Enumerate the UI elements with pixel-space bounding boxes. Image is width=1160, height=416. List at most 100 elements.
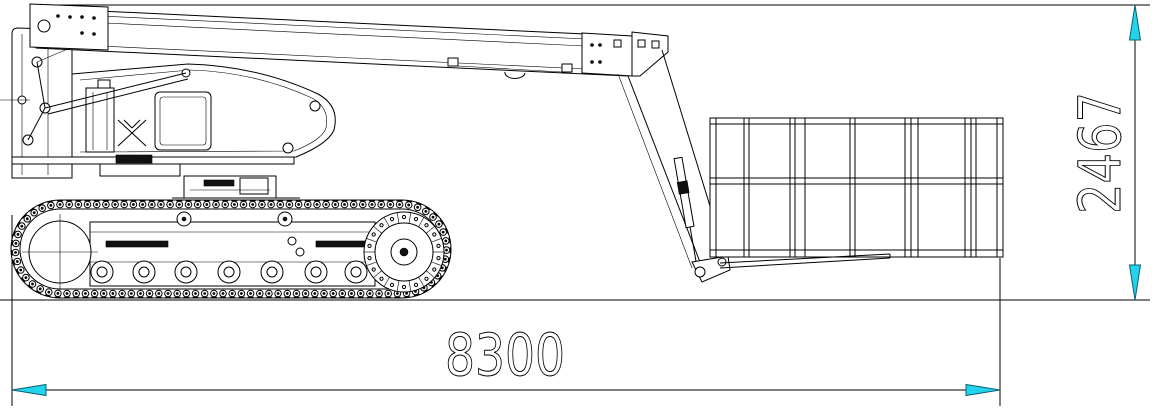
- sprocket-tooth-root: [401, 284, 407, 290]
- track-link-pin: [386, 292, 390, 295]
- slew-gearbox: [239, 177, 269, 195]
- sprocket-tooth: [383, 276, 390, 287]
- boom-head-lug: [613, 39, 622, 48]
- track-link-pin: [93, 292, 97, 295]
- track-link-pin: [416, 205, 420, 209]
- track-link-pin: [340, 292, 344, 295]
- platform-basket: [709, 117, 1004, 269]
- sprocket-inner-rim: [374, 222, 434, 282]
- sprocket-tooth: [431, 238, 442, 243]
- track-link-pin: [287, 203, 291, 206]
- track-link-pin: [102, 292, 106, 295]
- boom-mid-line: [104, 22, 586, 47]
- sprocket-tooth-root: [424, 276, 429, 281]
- track-link-pin: [15, 260, 19, 263]
- hydraulic-tank: [154, 91, 212, 151]
- sprocket-tooth-root: [401, 214, 407, 220]
- track-link-pin: [104, 203, 108, 206]
- track-link-pin: [159, 203, 163, 206]
- track-link-pin: [405, 291, 409, 295]
- track-link-pin: [49, 203, 53, 207]
- sprocket-tooth-root: [379, 223, 384, 228]
- crawler-undercarriage: [10, 199, 452, 299]
- valve-block: [115, 154, 153, 164]
- track-link-pin: [313, 292, 317, 295]
- track-link-pin: [251, 203, 255, 206]
- body-lower-box: [99, 163, 181, 177]
- track-link-pin: [203, 292, 207, 295]
- slewing-base: [172, 175, 300, 199]
- track-link-pin: [437, 222, 441, 226]
- track-link-pin: [424, 209, 428, 213]
- body-lower-band: [11, 156, 295, 165]
- hydraulic-tank-inner: [159, 96, 207, 146]
- track-link-pin: [139, 292, 142, 295]
- track-link-pin: [14, 251, 18, 254]
- sprocket-tooth: [366, 261, 377, 266]
- track-link-pin: [77, 203, 80, 206]
- jib-arm-edge: [627, 75, 701, 263]
- track-link-pin: [445, 248, 448, 252]
- track-link-pin: [20, 224, 24, 228]
- power-unit-cap: [97, 79, 111, 89]
- leveling-rod: [617, 73, 693, 269]
- track-link-pin: [276, 292, 280, 295]
- track-link-pin: [187, 203, 190, 206]
- track-link-pin: [359, 292, 363, 295]
- logo-stroke: [123, 119, 133, 129]
- height-dimension-value: 2467: [1066, 92, 1134, 214]
- track-link-pin: [74, 292, 78, 295]
- track-shoe-lug: [15, 268, 20, 275]
- boom-hose-bracket: [447, 57, 459, 67]
- lift-cylinder: [47, 78, 189, 115]
- track-link-pin: [269, 203, 273, 206]
- track-link-pin: [232, 203, 236, 206]
- track-frame-hole: [295, 247, 305, 257]
- main-boom: [29, 3, 669, 79]
- track-link-pin: [230, 292, 234, 295]
- track-link-pin: [56, 291, 60, 295]
- linkage-bar: [27, 107, 46, 141]
- track-link-pin: [194, 292, 197, 295]
- track-link-pin: [16, 232, 20, 236]
- sprocket-tooth: [431, 261, 442, 266]
- track-link-pin: [111, 292, 115, 295]
- sprocket-tooth-root: [367, 243, 372, 248]
- logo-stroke: [131, 119, 141, 129]
- track-link-pin: [352, 203, 356, 206]
- height-dimension: 2467: [1066, 4, 1142, 301]
- track-link-pin: [157, 292, 161, 295]
- basket-floor-plate: [719, 253, 891, 264]
- sprocket-teeth: [364, 212, 444, 292]
- drive-sprocket: [363, 211, 445, 293]
- track-link-pin: [40, 206, 44, 210]
- track-link-pin: [431, 215, 435, 219]
- boom-root-bolt: [80, 31, 84, 35]
- sprocket-tooth: [418, 276, 425, 287]
- sprocket-tooth: [408, 280, 412, 292]
- track-link-pin: [148, 292, 152, 295]
- track-link-pin: [58, 203, 62, 206]
- track-link-pin: [333, 203, 337, 206]
- road-wheels: [90, 260, 368, 284]
- boom-outline: [35, 7, 629, 77]
- track-link-pin: [242, 203, 245, 206]
- sprocket-tooth: [396, 280, 400, 292]
- track-link-pin: [278, 203, 282, 206]
- basket-frame: [709, 117, 1004, 258]
- sprocket-tooth: [408, 212, 412, 224]
- track-link-pin: [249, 292, 253, 295]
- sprocket-tooth: [426, 226, 435, 234]
- track-link-pin: [47, 290, 51, 294]
- boom-root-bolt: [80, 15, 84, 19]
- sprocket-tooth-root: [436, 243, 441, 248]
- track-link-pin: [295, 292, 298, 295]
- track-frame-slot-left: [105, 240, 169, 248]
- track-chain: [11, 200, 451, 298]
- track-link-pin: [25, 217, 29, 221]
- track-link-pin: [122, 203, 126, 206]
- road-wheel: [174, 260, 198, 284]
- road-wheel: [217, 260, 241, 284]
- sprocket-tooth-root: [413, 217, 419, 222]
- track-link-pin: [129, 292, 133, 295]
